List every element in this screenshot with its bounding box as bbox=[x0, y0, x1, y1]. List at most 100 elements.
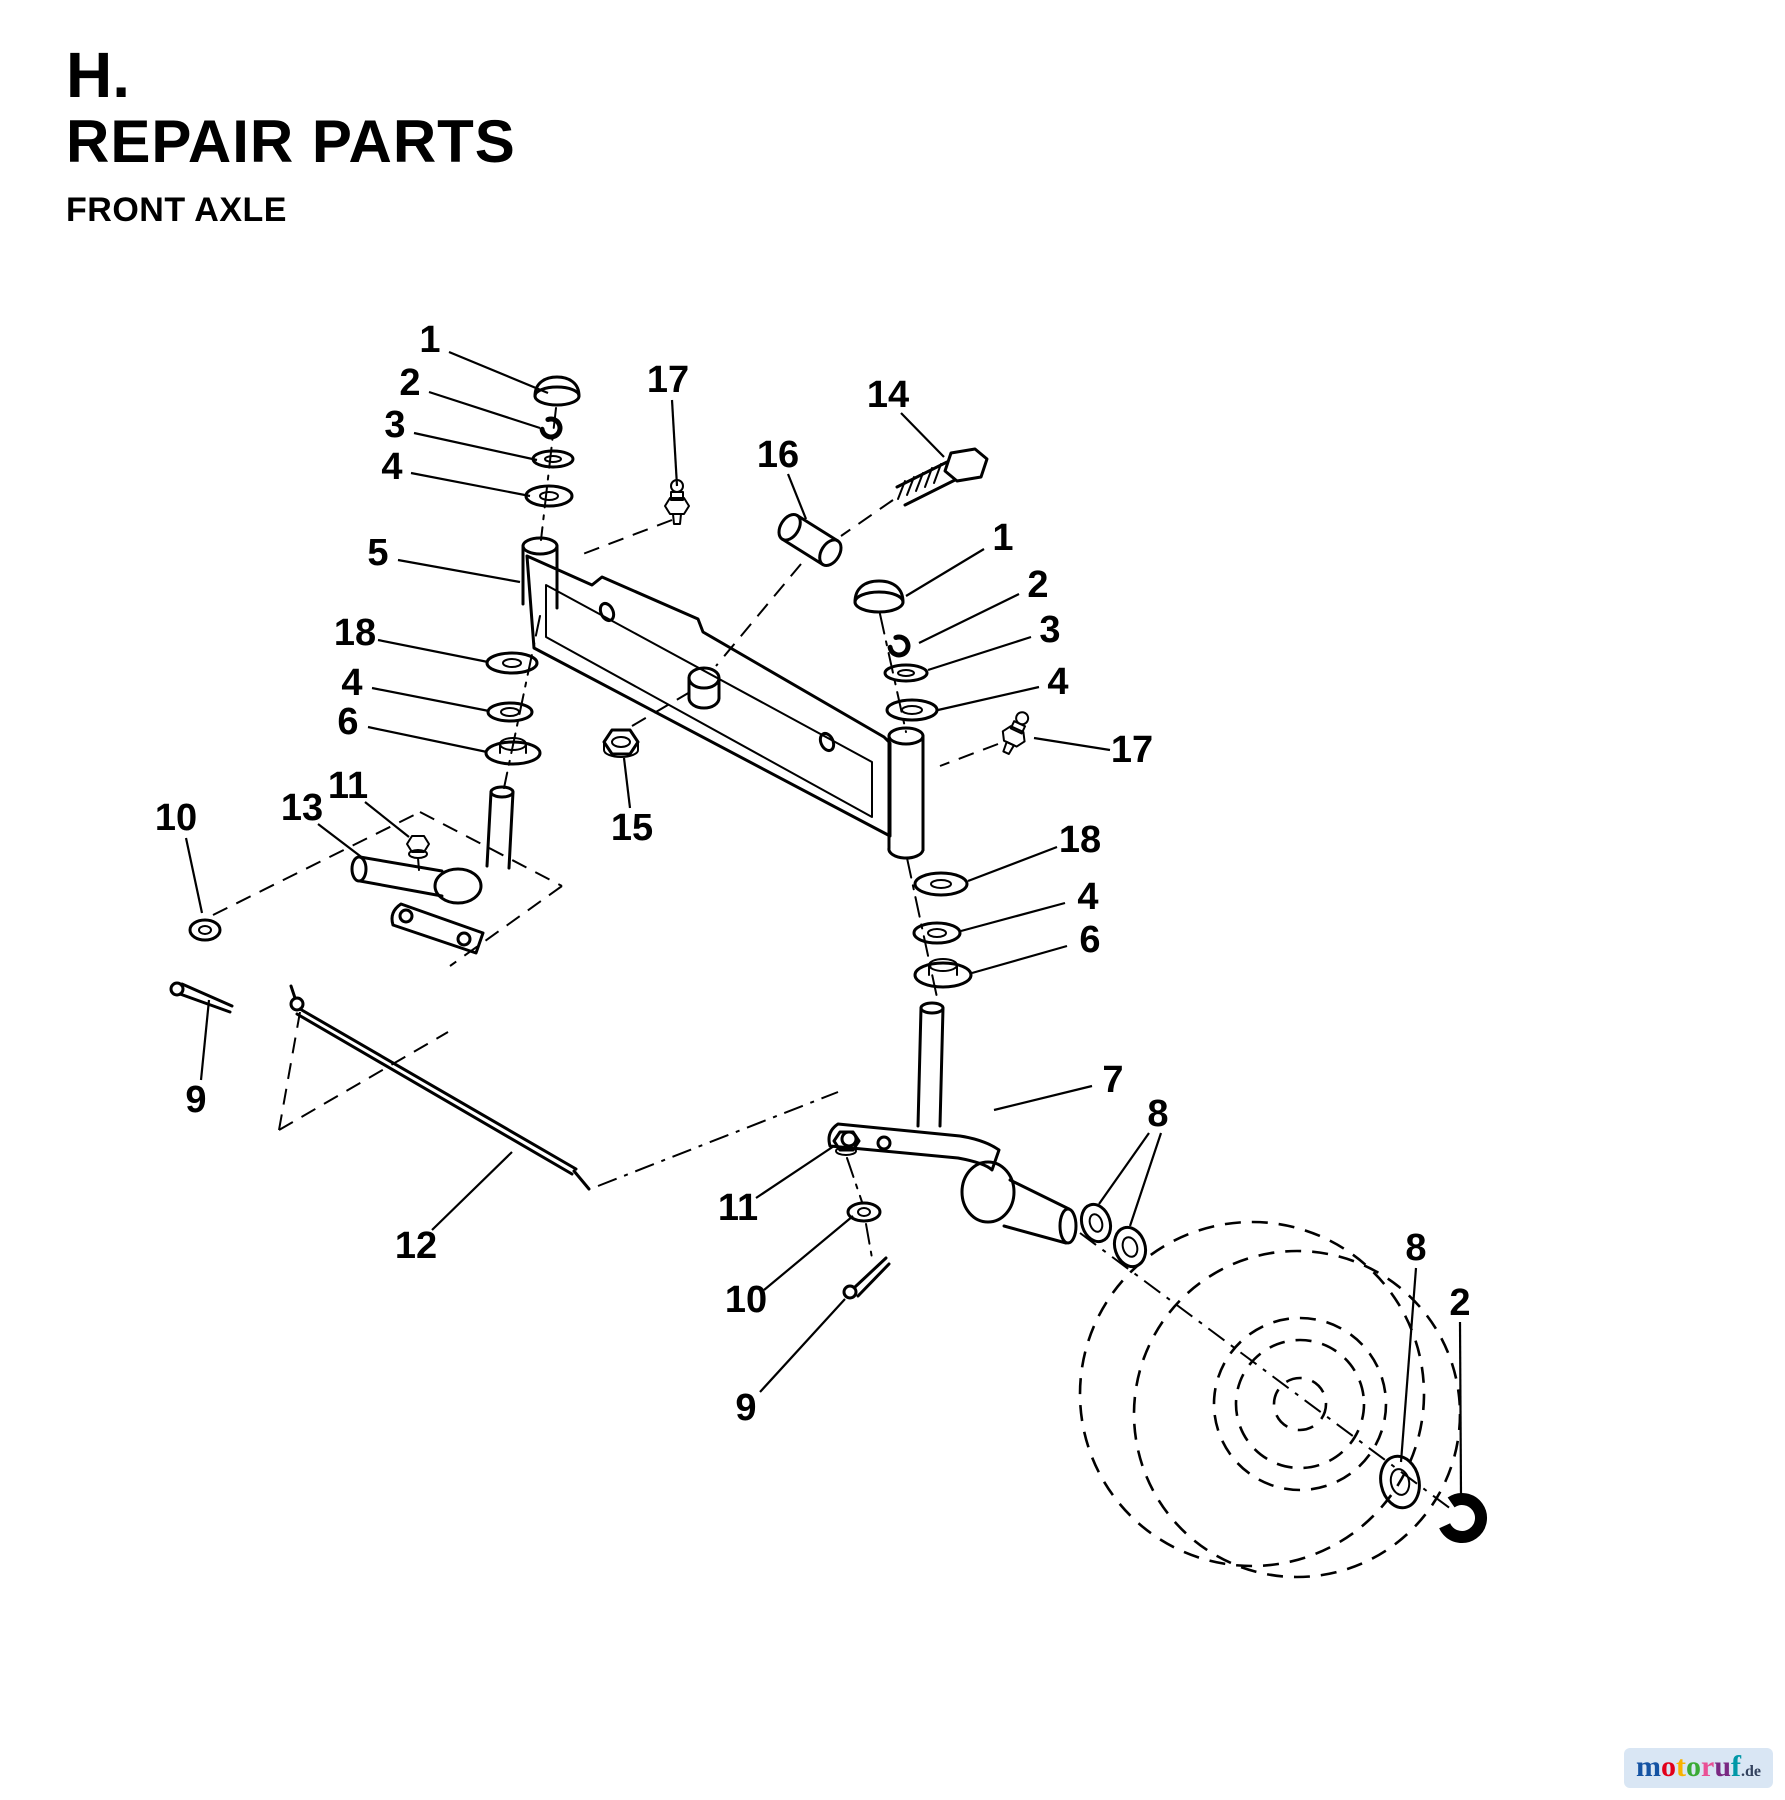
axle-washers bbox=[1079, 1202, 1148, 1269]
callout-leader-line bbox=[993, 1084, 1093, 1112]
callout-label-4: 4 bbox=[341, 662, 362, 704]
callout-leader-line bbox=[622, 757, 632, 809]
left-shoulder-bolt bbox=[406, 835, 430, 871]
e-ring-clip bbox=[1437, 1493, 1487, 1543]
callout-leader-line bbox=[967, 845, 1058, 883]
watermark-letter: o bbox=[1660, 1750, 1676, 1783]
callout-leader-line bbox=[1458, 1321, 1463, 1497]
callout-label-2: 2 bbox=[1449, 1282, 1470, 1324]
callout-leader-line bbox=[1399, 1267, 1418, 1463]
callout-leader-line bbox=[428, 390, 541, 430]
callout-leader-line bbox=[960, 901, 1066, 933]
callout-label-11: 11 bbox=[718, 1187, 758, 1229]
watermark-letter: r bbox=[1700, 1750, 1715, 1783]
grease-fitting-top-icon bbox=[664, 479, 690, 525]
left-spindle bbox=[350, 785, 515, 955]
callout-leader-line bbox=[371, 686, 490, 713]
callout-label-3: 3 bbox=[384, 404, 405, 446]
callout-label-4: 4 bbox=[1077, 876, 1098, 918]
watermark-letter: o bbox=[1685, 1750, 1701, 1783]
callout-leader-line bbox=[755, 1145, 835, 1199]
callout-label-5: 5 bbox=[367, 532, 388, 574]
watermark-letter: f bbox=[1731, 1750, 1741, 1783]
page-title: REPAIR PARTS bbox=[66, 108, 516, 176]
assembly-dashed-lines bbox=[212, 499, 999, 1187]
grease-fitting-right-icon bbox=[1001, 711, 1030, 755]
callout-label-15: 15 bbox=[611, 807, 653, 849]
right-kingpin-stack bbox=[853, 579, 939, 733]
outer-axle-washer bbox=[1379, 1454, 1421, 1510]
callout-label-2: 2 bbox=[1027, 564, 1048, 606]
callout-leader-line bbox=[1033, 736, 1111, 752]
watermark-letter: m bbox=[1635, 1750, 1661, 1783]
callout-label-16: 16 bbox=[757, 434, 799, 476]
callout-leader-line bbox=[670, 399, 679, 487]
left-washer-and-cotter-pin bbox=[169, 918, 234, 1014]
callout-label-18: 18 bbox=[334, 612, 376, 654]
callout-label-7: 7 bbox=[1102, 1059, 1123, 1101]
callout-leader-line bbox=[763, 1215, 854, 1291]
callout-label-9: 9 bbox=[185, 1079, 206, 1121]
callout-label-4: 4 bbox=[381, 446, 402, 488]
callout-leader-line bbox=[918, 593, 1020, 644]
page-subtitle: FRONT AXLE bbox=[66, 191, 287, 230]
callout-leader-line bbox=[199, 999, 211, 1081]
callout-label-1: 1 bbox=[992, 517, 1013, 559]
spacer-sleeve bbox=[777, 512, 843, 568]
callout-leader-line bbox=[1128, 1132, 1163, 1227]
callout-leader-line bbox=[364, 801, 410, 838]
right-spindle bbox=[827, 1001, 1078, 1245]
callout-label-9: 9 bbox=[735, 1387, 756, 1429]
callout-leader-line bbox=[971, 944, 1068, 975]
watermark-brand: motoruf bbox=[1636, 1750, 1741, 1783]
callout-label-17: 17 bbox=[1111, 729, 1153, 771]
callout-leader-line bbox=[759, 1298, 846, 1393]
callout-leader-line bbox=[786, 473, 808, 520]
watermark: motoruf.de bbox=[1623, 1748, 1773, 1788]
callout-leader-line bbox=[317, 823, 365, 860]
callout-leader-line bbox=[377, 638, 489, 664]
callout-label-10: 10 bbox=[725, 1279, 767, 1321]
hex-bolt bbox=[895, 447, 989, 507]
callout-label-18: 18 bbox=[1059, 819, 1101, 861]
callout-leader-line bbox=[410, 471, 531, 498]
right-spindle-washers bbox=[906, 857, 973, 1003]
callout-label-8: 8 bbox=[1405, 1227, 1426, 1269]
callout-label-11: 11 bbox=[328, 765, 368, 807]
callout-label-10: 10 bbox=[155, 797, 197, 839]
callout-leader-line bbox=[431, 1151, 513, 1231]
callout-leader-line bbox=[397, 558, 521, 584]
callout-label-14: 14 bbox=[867, 374, 909, 416]
watermark-suffix: .de bbox=[1741, 1763, 1761, 1780]
callout-label-8: 8 bbox=[1147, 1093, 1168, 1135]
callout-leader-line bbox=[900, 412, 945, 458]
drag-link bbox=[289, 984, 591, 1191]
center-lock-nut bbox=[602, 728, 640, 758]
page-header: H. REPAIR PARTS FRONT AXLE bbox=[66, 39, 516, 230]
callout-leader-line bbox=[1098, 1132, 1150, 1205]
callout-leader-line bbox=[184, 837, 204, 914]
callout-leader-line bbox=[905, 548, 985, 597]
right-bolt-washer-pin bbox=[832, 1130, 891, 1300]
section-letter: H. bbox=[66, 39, 130, 111]
callout-label-17: 17 bbox=[647, 359, 689, 401]
callout-label-13: 13 bbox=[281, 787, 323, 829]
callout-label-12: 12 bbox=[395, 1225, 437, 1267]
callout-label-4: 4 bbox=[1047, 661, 1068, 703]
axle-beam bbox=[521, 536, 925, 860]
callout-label-1: 1 bbox=[419, 319, 440, 361]
callout-leader-line bbox=[367, 725, 488, 754]
callout-label-2: 2 bbox=[399, 362, 420, 404]
callout-leader-line bbox=[927, 635, 1032, 672]
callout-label-3: 3 bbox=[1039, 609, 1060, 651]
callout-label-6: 6 bbox=[337, 701, 358, 743]
watermark-letter: u bbox=[1714, 1750, 1731, 1783]
callout-leader-line bbox=[448, 350, 549, 395]
callout-label-6: 6 bbox=[1079, 919, 1100, 961]
callout-leader-line bbox=[937, 685, 1040, 712]
axle-centerline bbox=[1079, 1232, 1456, 1513]
watermark-letter: t bbox=[1675, 1750, 1686, 1783]
